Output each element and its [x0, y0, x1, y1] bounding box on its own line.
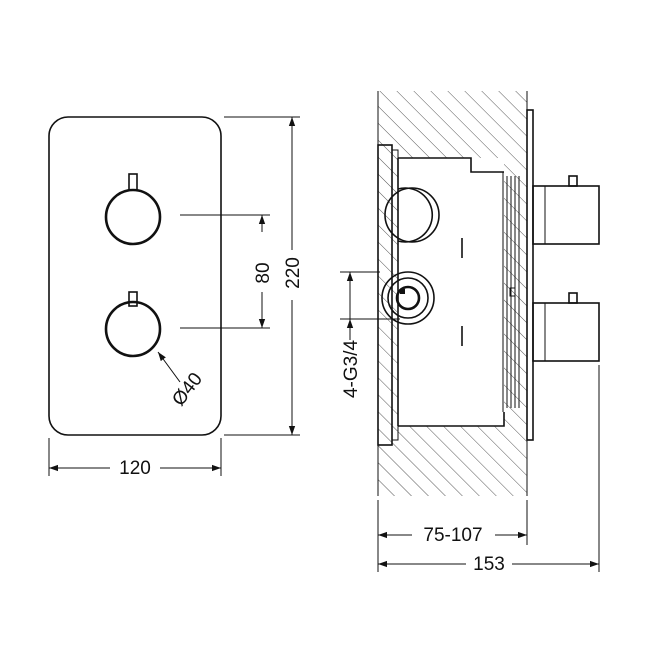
knob-diameter-leader: [157, 351, 181, 383]
knob-spacing-label: 80: [253, 262, 274, 283]
upper-knob-side: [532, 175, 600, 245]
cover-plate: [48, 116, 222, 436]
total-depth-dimension: [378, 365, 600, 572]
upper-knob: [104, 173, 162, 246]
front-view: 80 220 Ø40 120: [48, 116, 304, 479]
connection-dimension: [340, 271, 400, 340]
wall-section-lower: [378, 420, 527, 496]
width-label: 120: [119, 458, 151, 479]
total-depth-label: 153: [473, 554, 505, 575]
connection-port: [381, 271, 435, 325]
cover-plate-edge: [526, 109, 534, 441]
knob-spacing-dimension: [180, 214, 270, 329]
lower-knob: [104, 291, 162, 358]
height-label: 220: [283, 257, 304, 289]
install-depth-dimension: [377, 500, 528, 572]
side-view: 4-G3/4 75-107 153: [340, 91, 600, 575]
wall-section: [378, 91, 527, 420]
install-depth-label: 75-107: [423, 525, 482, 546]
connection-label: 4-G3/4: [341, 340, 362, 399]
width-dimension: [48, 438, 222, 476]
knob-diameter-label: Ø40: [168, 369, 207, 410]
lower-knob-side: [532, 292, 600, 362]
height-dimension: [224, 116, 300, 436]
